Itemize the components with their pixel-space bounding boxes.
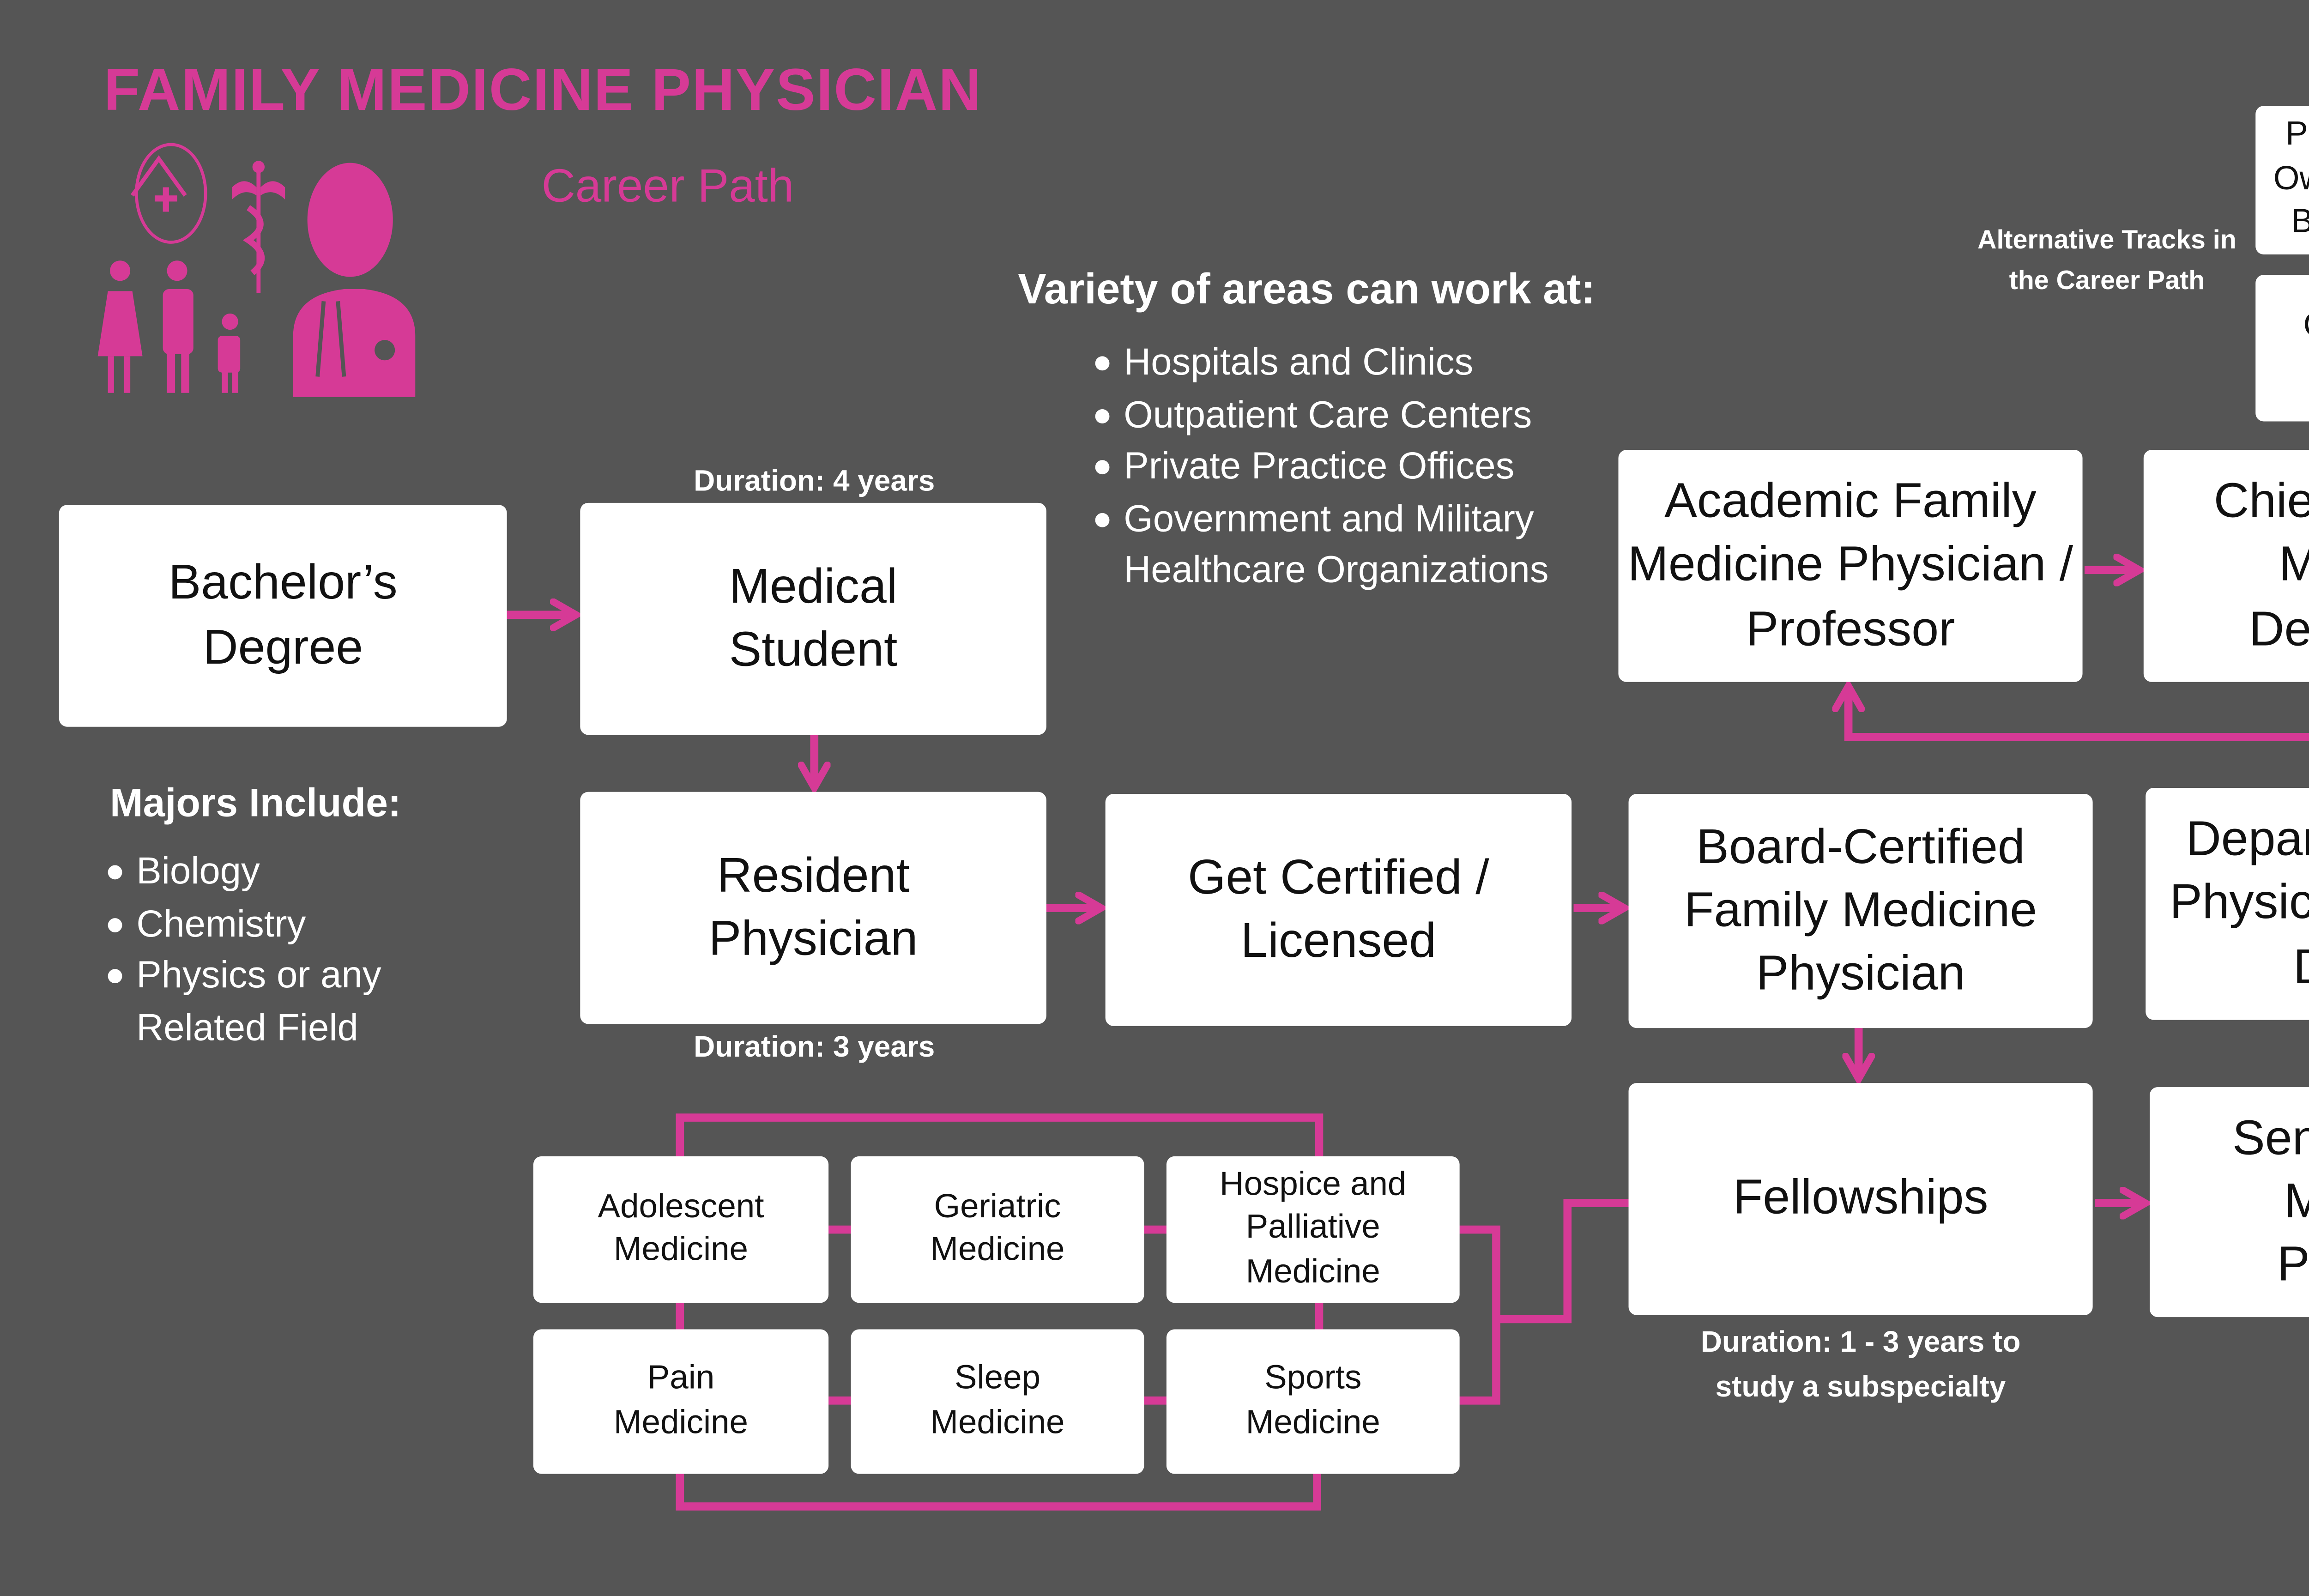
node-senior-physician: Senior Family Medicine Physician: [2150, 1087, 2309, 1318]
majors-list: Biology Chemistry Physics or any Related…: [104, 845, 429, 1052]
subspecialty-geriatric: Geriatric Medicine: [851, 1156, 1144, 1303]
subspecialty-frame-bottom: [676, 1474, 1321, 1511]
node-consultant-policy-maker: Consultant or Policy Maker: [2255, 275, 2309, 422]
alternative-tracks-label: Alternative Tracks in the Career Path: [1977, 224, 2236, 296]
node-resident-physician: Resident Physician: [580, 792, 1046, 1024]
node-chief-of-department: Chief of Family Medicine Department: [2143, 450, 2309, 682]
node-academic-physician: Academic Family Medicine Physician / Pro…: [1618, 450, 2083, 682]
work-area-item: Hospitals and Clinics: [1091, 336, 1620, 387]
node-fellowships: Fellowships: [1628, 1083, 2093, 1315]
subspecialty-pain: Pain Medicine: [533, 1329, 829, 1474]
subspecialty-hospice-palliative: Hospice and Palliative Medicine: [1166, 1156, 1460, 1303]
node-bachelors-degree: Bachelor’s Degree: [59, 505, 507, 727]
subspecialty-sleep: Sleep Medicine: [851, 1329, 1144, 1474]
arrow-depthead-to-academic: [1849, 686, 2309, 741]
subspecialty-sports: Sports Medicine: [1166, 1329, 1460, 1474]
major-item: Chemistry: [104, 897, 429, 949]
house-stethoscope-icon: [130, 143, 207, 244]
duration-resident: Duration: 3 years: [694, 1032, 935, 1065]
node-board-certified: Board-Certified Family Medicine Physicia…: [1628, 794, 2093, 1028]
major-item: Biology: [104, 845, 429, 896]
subspecialty-adolescent: Adolescent Medicine: [533, 1156, 829, 1303]
work-area-item: Outpatient Care Centers: [1091, 388, 1620, 440]
page-subtitle: Career Path: [541, 158, 794, 212]
major-item: Physics or any Related Field: [104, 949, 429, 1052]
family-icon: [97, 260, 241, 393]
node-department-head: Department Head Physician / Medical Dire…: [2146, 787, 2309, 1020]
work-areas-heading: Variety of areas can work at:: [1018, 266, 1596, 314]
node-private-practice-owner: Private Practice Owner (Clinical & Busin…: [2255, 106, 2309, 255]
subspecialty-to-fellowships: [1459, 1225, 1500, 1405]
node-get-certified: Get Certified / Licensed: [1105, 794, 1572, 1026]
duration-medical-student: Duration: 4 years: [694, 466, 935, 499]
subspecialty-frame-top: [676, 1113, 1324, 1156]
work-area-item: Government and Military Healthcare Organ…: [1091, 492, 1620, 596]
node-medical-student: Medical Student: [580, 502, 1046, 735]
work-area-item: Private Practice Offices: [1091, 440, 1620, 491]
page-title: FAMILY MEDICINE PHYSICIAN: [103, 59, 982, 124]
duration-fellowship: Duration: 1 - 3 years to study a subspec…: [1700, 1327, 2021, 1405]
work-areas-list: Hospitals and Clinics Outpatient Care Ce…: [1091, 336, 1620, 595]
family-doctor-icon: [97, 143, 416, 397]
doctor-icon: [293, 163, 416, 397]
majors-heading: Majors Include:: [110, 781, 401, 827]
caduceus-icon: [232, 161, 285, 293]
